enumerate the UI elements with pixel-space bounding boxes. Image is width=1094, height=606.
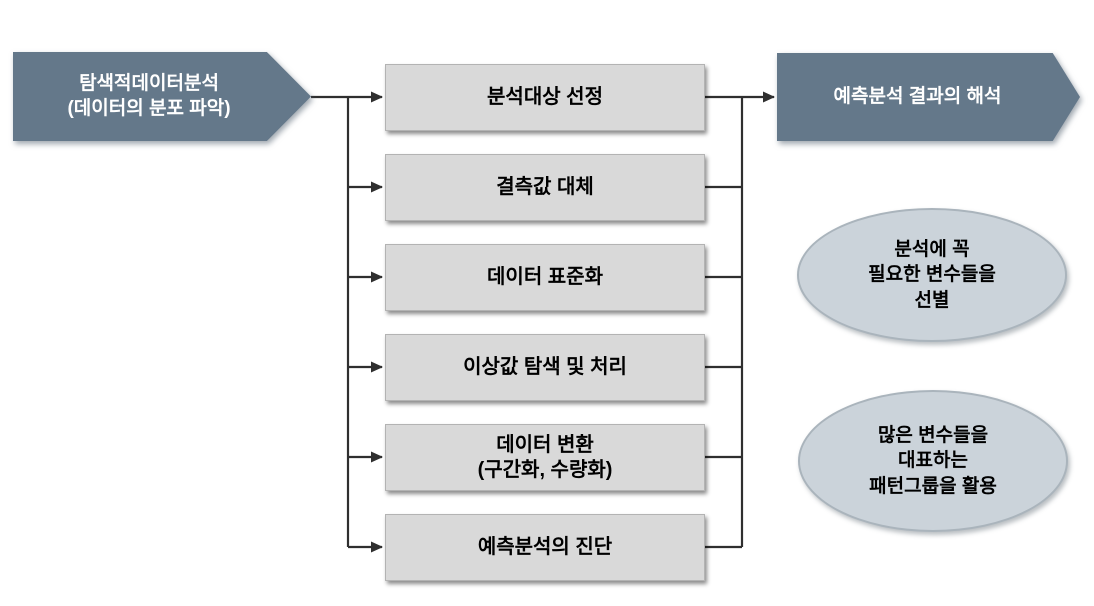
step-label: 데이터 표준화 [487,266,603,289]
start-chevron: 탐색적데이터분석 (데이터의 분포 파악) [13,52,311,141]
end-chevron-label: 예측분석 결과의 해석 [833,85,1002,107]
start-chevron-shape: 탐색적데이터분석 (데이터의 분포 파악) [13,52,311,141]
note-line: 대표하는 [898,450,968,472]
start-chevron-label-line1: 탐색적데이터분석 [79,73,219,95]
step-box-4: 이상값 탐색 및 처리 [385,334,705,401]
step-box-2: 결측값 대체 [385,154,705,221]
step-label: 이상값 탐색 및 처리 [463,356,627,379]
step-label-line2: (구간화, 수량화) [477,458,613,481]
step-box-6: 예측분석의 진단 [385,514,705,581]
end-chevron: 예측분석 결과의 해석 [777,53,1080,141]
step-label: 예측분석의 진단 [477,536,613,559]
note-line: 많은 변수들을 [877,425,989,447]
step-box-3: 데이터 표준화 [385,244,705,311]
step-label: 결측값 대체 [496,176,594,199]
note-line: 패턴그룹을 활용 [869,475,997,497]
step-box-1: 분석대상 선정 [385,64,705,131]
note-ellipse-1: 분석에 꼭 필요한 변수들을 선별 [797,208,1067,342]
start-chevron-label-line2: (데이터의 분포 파악) [67,97,231,119]
note-line: 필요한 변수들을 [868,264,996,286]
step-label: 분석대상 선정 [487,86,603,109]
note-line: 분석에 꼭 [894,239,970,261]
note-line: 선별 [914,289,950,311]
step-label: 데이터 변환 [496,434,594,457]
end-chevron-shape: 예측분석 결과의 해석 [777,53,1080,141]
step-box-5: 데이터 변환 (구간화, 수량화) [385,424,705,491]
note-ellipse-2: 많은 변수들을 대표하는 패턴그룹을 활용 [798,390,1068,532]
